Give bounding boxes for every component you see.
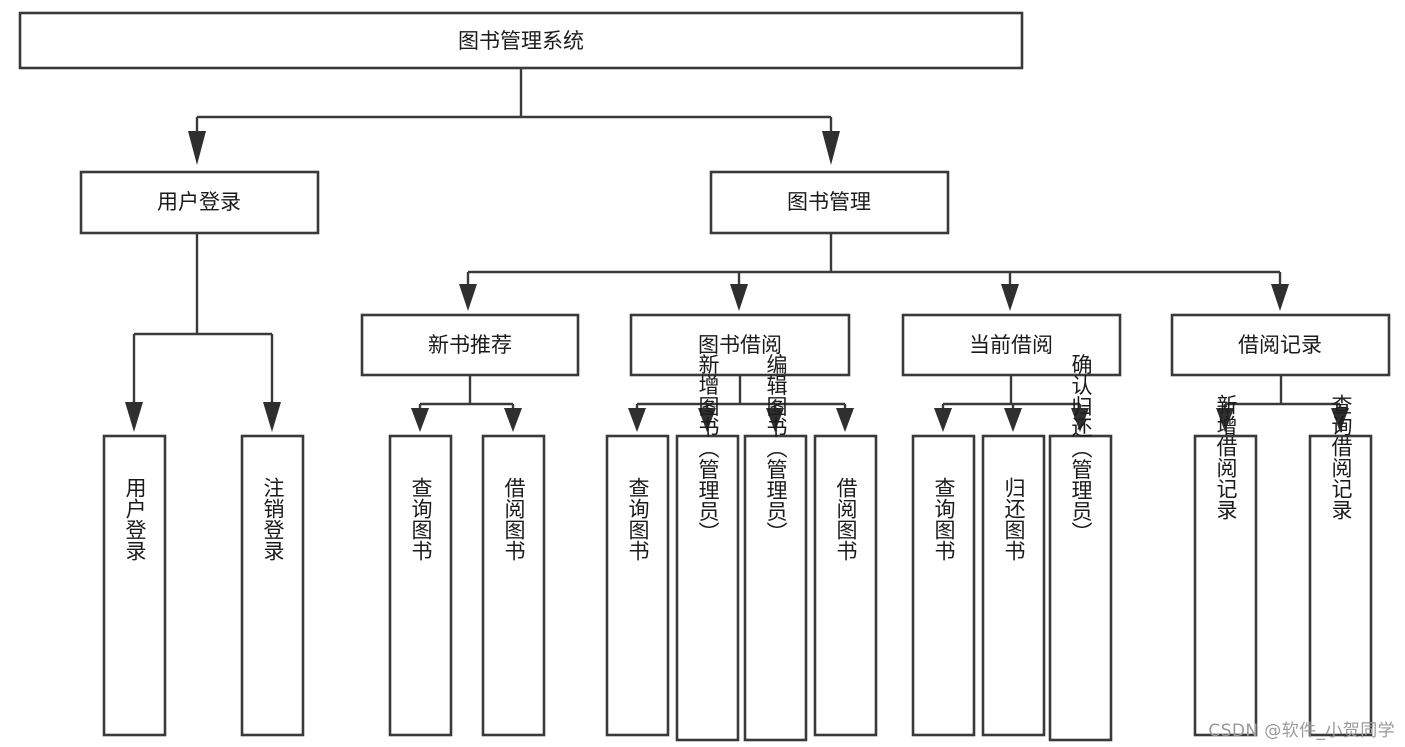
node-leaf-add-record-box[interactable] (1193, 434, 1258, 737)
node-book-management-box[interactable] (709, 170, 950, 235)
node-leaf-add-book-box[interactable] (675, 434, 740, 742)
arrow-to-current-borrow (1001, 284, 1019, 311)
node-leaf-confirm-return[interactable]: 确认归还（管理员） (1048, 354, 1113, 742)
arrow-to-leaf-query-book-2 (628, 408, 646, 432)
node-leaf-confirm-return-box[interactable] (1048, 434, 1113, 742)
node-leaf-edit-book-box[interactable] (743, 434, 808, 742)
node-leaf-borrow-book-2-box[interactable] (813, 434, 878, 737)
node-leaf-return-book-label: 归还图书 (1002, 477, 1026, 561)
node-leaf-query-book-3-box[interactable] (911, 434, 976, 737)
arrow-to-leaf-query-book-3 (934, 408, 952, 432)
node-leaf-query-book-2-box[interactable] (605, 434, 670, 737)
arrow-to-leaf-edit-book (766, 408, 784, 432)
node-current-borrow[interactable]: 当前借阅 (901, 313, 1122, 377)
node-leaf-return-book[interactable]: 归还图书 (981, 434, 1046, 737)
node-leaf-logout-label: 注销登录 (261, 477, 285, 561)
node-leaf-user-login[interactable]: 用户登录 (102, 434, 167, 737)
node-leaf-add-book-label: 新增图书（管理员） (696, 354, 720, 543)
node-root[interactable]: 图书管理系统 (18, 11, 1024, 70)
node-leaf-add-book[interactable]: 新增图书（管理员） (675, 354, 740, 742)
node-borrow-record-box[interactable] (1170, 313, 1391, 377)
node-leaf-user-login-box[interactable] (102, 434, 167, 737)
node-leaf-query-book-1[interactable]: 查询图书 (388, 434, 453, 737)
node-leaf-query-book-2-label: 查询图书 (626, 477, 650, 561)
node-leaf-borrow-book-1-box[interactable] (481, 434, 546, 737)
node-borrow-record[interactable]: 借阅记录 (1170, 313, 1391, 377)
node-leaf-borrow-book-2-label: 借阅图书 (834, 477, 858, 561)
node-leaf-query-book-2[interactable]: 查询图书 (605, 434, 670, 737)
arrow-to-leaf-query-book-1 (411, 408, 429, 432)
node-leaf-logout[interactable]: 注销登录 (240, 434, 305, 737)
node-leaf-query-book-3-label: 查询图书 (932, 477, 956, 561)
arrow-to-leaf-borrow-book-1 (504, 408, 522, 432)
node-current-borrow-label: 当前借阅 (969, 333, 1053, 357)
csdn-watermark: CSDN @软件_小贺同学 (1208, 721, 1395, 741)
arrow-to-leaf-query-record (1331, 408, 1349, 432)
node-leaf-borrow-book-2[interactable]: 借阅图书 (813, 434, 878, 737)
node-root-box[interactable] (18, 11, 1024, 70)
node-book-borrow-label: 图书借阅 (698, 333, 782, 357)
node-leaf-edit-book-label: 编辑图书（管理员） (764, 354, 788, 543)
node-leaf-query-book-1-box[interactable] (388, 434, 453, 737)
arrow-to-book-management (822, 131, 840, 165)
node-book-borrow-box[interactable] (629, 313, 851, 377)
node-user-login-box[interactable] (79, 170, 320, 235)
connector-layer (125, 68, 1349, 432)
arrow-to-leaf-confirm-return (1071, 408, 1089, 432)
node-leaf-query-book-1-label: 查询图书 (409, 477, 433, 561)
node-leaf-confirm-return-label: 确认归还（管理员） (1069, 354, 1093, 543)
node-leaf-edit-book[interactable]: 编辑图书（管理员） (743, 354, 808, 742)
node-leaf-return-book-box[interactable] (981, 434, 1046, 737)
node-new-book-recommend-label: 新书推荐 (428, 333, 512, 357)
node-leaf-query-record-label: 查询借阅记录 (1329, 394, 1353, 520)
node-book-borrow[interactable]: 图书借阅 (629, 313, 851, 377)
node-leaf-add-record-label: 新增借阅记录 (1214, 394, 1238, 520)
arrow-to-new-book-recommend (459, 284, 477, 311)
node-current-borrow-box[interactable] (901, 313, 1122, 377)
node-book-management-label: 图书管理 (787, 190, 871, 214)
arrow-to-leaf-return-book (1004, 408, 1022, 432)
arrow-to-leaf-add-book (698, 408, 716, 432)
arrow-to-leaf-logout (263, 402, 281, 432)
node-leaf-query-record-box[interactable] (1308, 434, 1373, 737)
node-leaf-borrow-book-1[interactable]: 借阅图书 (481, 434, 546, 737)
node-leaf-query-book-3[interactable]: 查询图书 (911, 434, 976, 737)
node-root-label: 图书管理系统 (458, 29, 584, 53)
arrow-to-user-login (188, 131, 206, 165)
node-leaf-logout-box[interactable] (240, 434, 305, 737)
node-new-book-recommend[interactable]: 新书推荐 (360, 313, 580, 377)
arrow-to-leaf-add-record (1216, 408, 1234, 432)
node-new-book-recommend-box[interactable] (360, 313, 580, 377)
arrow-to-leaf-user-login (125, 402, 143, 432)
arrow-to-book-borrow (730, 284, 748, 311)
node-leaf-query-record[interactable]: 查询借阅记录 (1308, 394, 1373, 737)
arrow-to-leaf-borrow-book-2 (836, 408, 854, 432)
node-user-login[interactable]: 用户登录 (79, 170, 320, 235)
arrow-to-borrow-record (1271, 284, 1289, 311)
node-leaf-borrow-book-1-label: 借阅图书 (502, 477, 526, 561)
node-user-login-label: 用户登录 (157, 190, 241, 214)
node-leaf-add-record[interactable]: 新增借阅记录 (1193, 394, 1258, 737)
node-leaf-user-login-label: 用户登录 (123, 477, 147, 561)
node-borrow-record-label: 借阅记录 (1238, 333, 1322, 357)
node-book-management[interactable]: 图书管理 (709, 170, 950, 235)
